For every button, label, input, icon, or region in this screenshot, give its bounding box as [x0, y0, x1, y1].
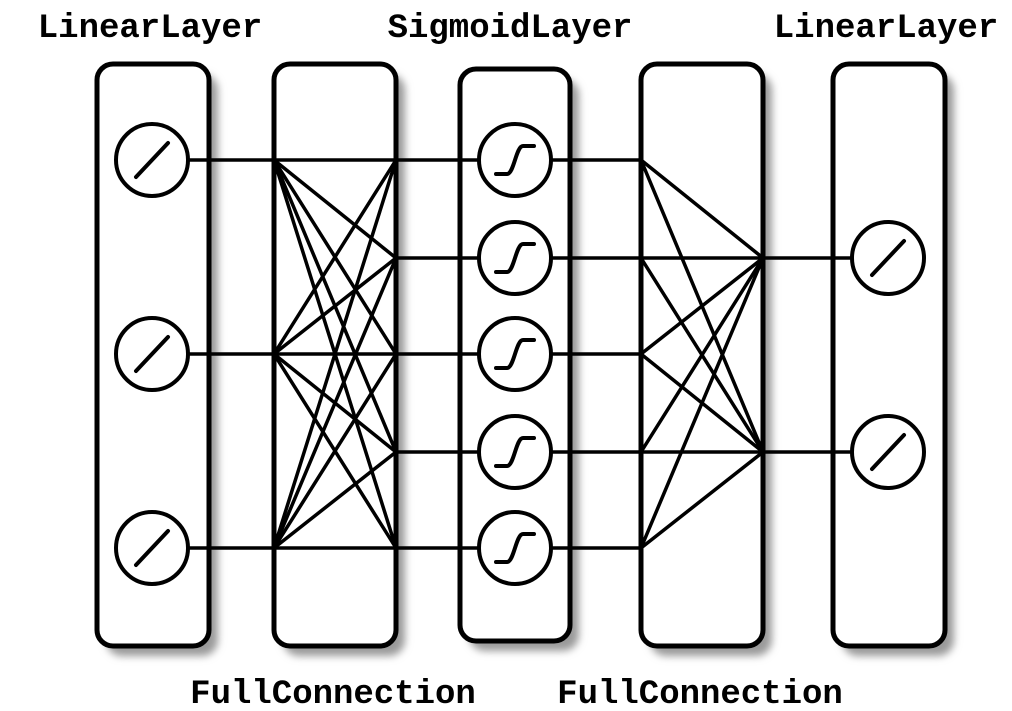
layer-label-output: LinearLayer: [774, 10, 998, 48]
output-layer-box: [830, 61, 948, 649]
fc1-edge-2-2: [272, 352, 398, 550]
linear-activation-icon: [134, 529, 170, 567]
linear-activation-icon: [870, 239, 906, 277]
sigmoid-activation-icon: [494, 242, 536, 274]
hidden-neuron-0: [477, 122, 553, 198]
linear-activation-icon: [870, 433, 906, 471]
input-neuron-1: [114, 316, 190, 392]
sigmoid-activation-icon: [494, 436, 536, 468]
linear-activation-icon: [134, 141, 170, 179]
fc1-edge-2-1: [272, 256, 398, 550]
input-neuron-0: [114, 122, 190, 198]
layer-label-hidden: SigmoidLayer: [388, 10, 633, 48]
sigmoid-activation-icon: [494, 338, 536, 370]
connection-edges: [186, 158, 854, 550]
fc2-edge-0-0: [639, 158, 765, 260]
layer-label-input: LinearLayer: [38, 10, 262, 48]
linear-activation-icon: [134, 335, 170, 373]
connection-label-2: FullConnection: [557, 676, 843, 711]
fc2-edge-3-0: [639, 256, 765, 454]
input-neuron-2: [114, 510, 190, 586]
fc2-edge-4-1: [639, 450, 765, 550]
fc2-edge-2-0: [639, 256, 765, 356]
neurons: [114, 122, 926, 586]
sigmoid-activation-icon: [494, 144, 536, 176]
fc1-edge-2-0: [272, 158, 398, 550]
fc2-edge-4-0: [639, 256, 765, 550]
fc1-edge-1-1: [272, 256, 398, 356]
hidden-neuron-2: [477, 316, 553, 392]
fc1-edge-1-0: [272, 158, 398, 356]
sigmoid-activation-icon: [494, 532, 536, 564]
fc1-edge-0-1: [272, 158, 398, 260]
hidden-neuron-1: [477, 220, 553, 296]
fc1-edge-2-3: [272, 450, 398, 550]
output-neuron-1: [850, 414, 926, 490]
output-neuron-0: [850, 220, 926, 296]
hidden-neuron-4: [477, 510, 553, 586]
hidden-neuron-3: [477, 414, 553, 490]
connection-label-1: FullConnection: [190, 676, 476, 711]
